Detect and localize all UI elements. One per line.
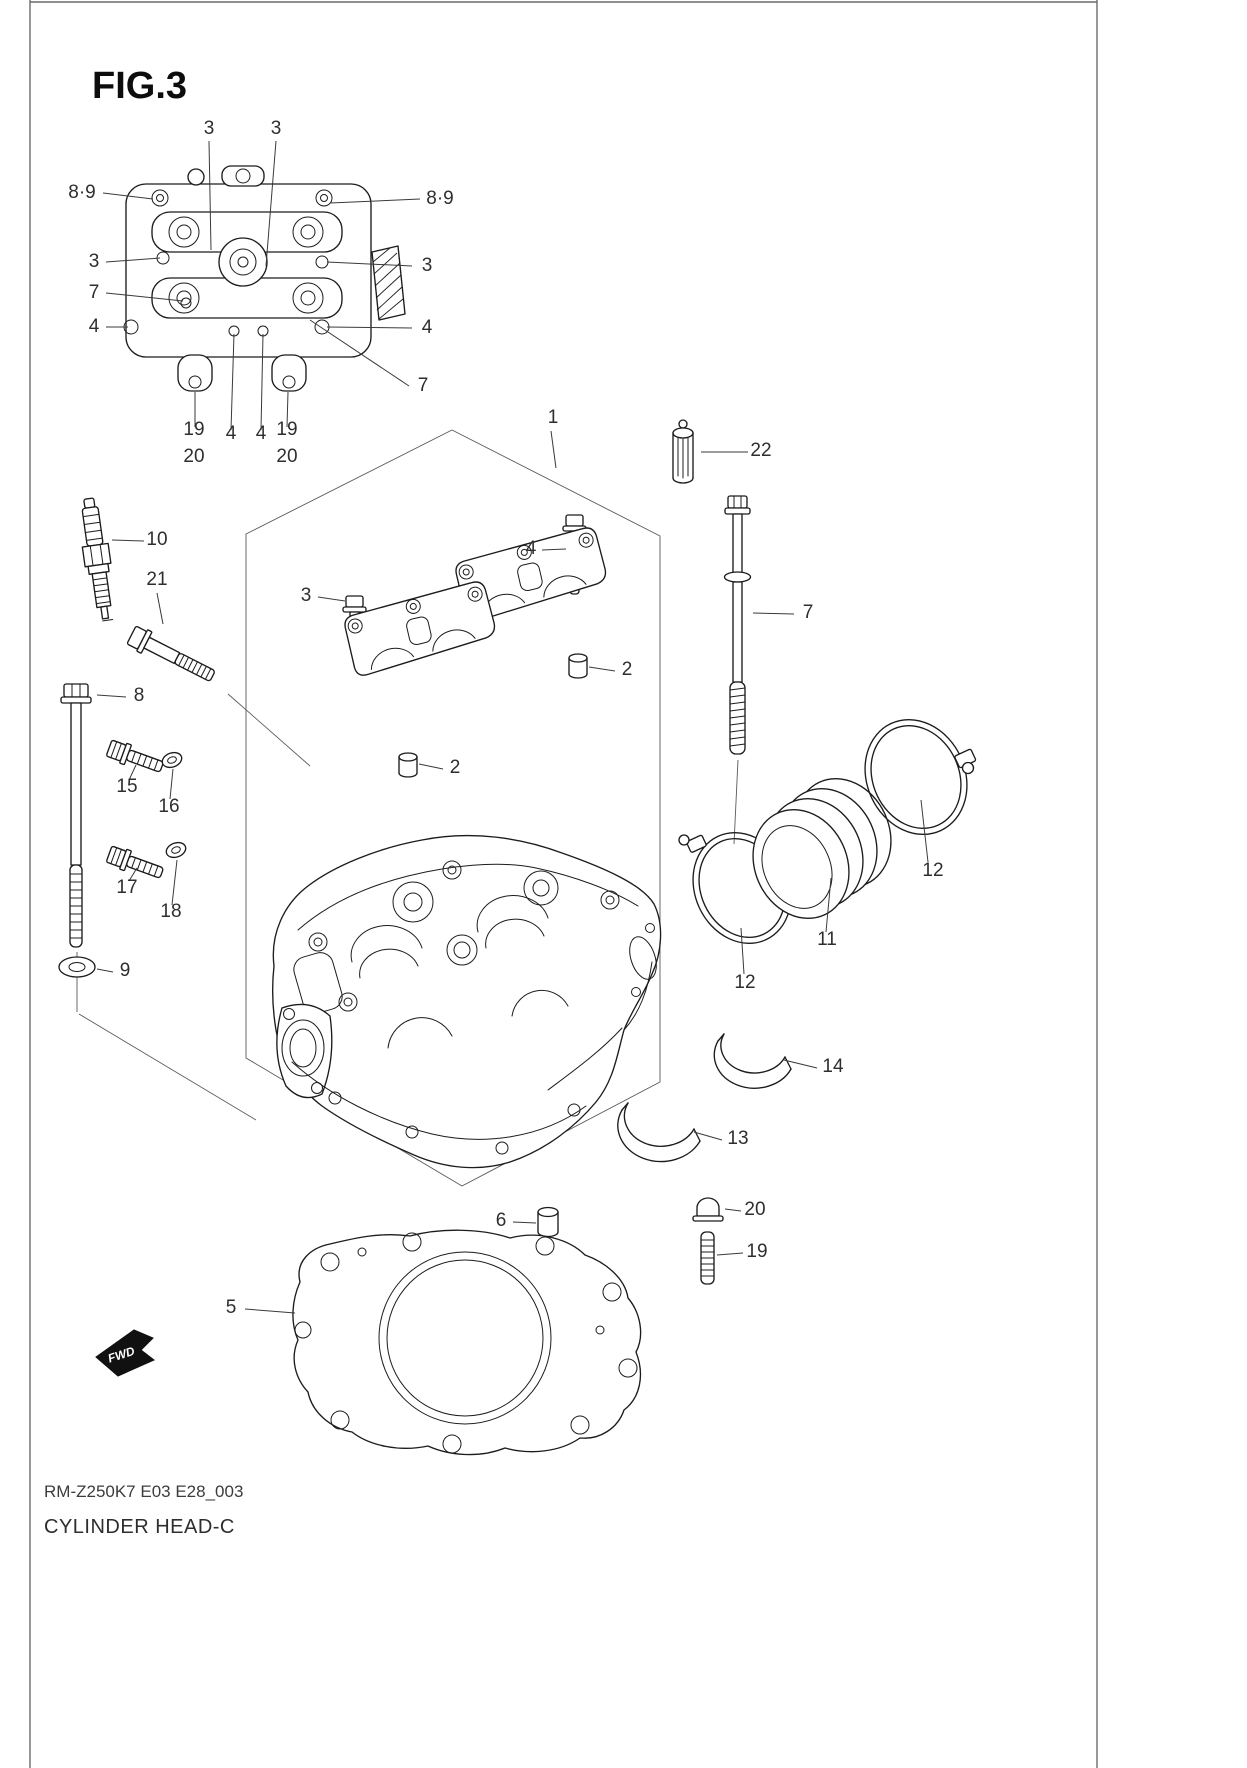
half-ring-14 (713, 1033, 792, 1089)
page-border (29, 0, 1098, 1768)
callout-label: 2 (450, 757, 461, 778)
bolt-15 (106, 739, 164, 773)
callout-label: 16 (158, 796, 179, 817)
gasket-5 (292, 1229, 642, 1456)
callout-label: 21 (146, 569, 167, 590)
footer-figure-name: CYLINDER HEAD-C (44, 1516, 235, 1538)
footer-part-code: RM-Z250K7 E03 E28_003 (44, 1482, 243, 1501)
callout-label: 8·9 (426, 188, 453, 209)
callout-label: 3 (89, 251, 100, 272)
bolt-7 (723, 495, 752, 755)
dowel-6 (537, 1206, 559, 1238)
callout-label: 11 (817, 929, 837, 950)
callout-label: 20 (276, 446, 297, 467)
callout-label: 12 (734, 972, 755, 993)
callout-label: 4 (89, 316, 100, 337)
dowel-2-upper (568, 653, 588, 679)
spark-plug (81, 497, 114, 622)
callout-label: 18 (160, 901, 181, 922)
callout-label: 3 (422, 255, 433, 276)
callout-label: 3 (204, 118, 215, 139)
cam-holder-lower (344, 581, 496, 676)
callout-label: 2 (622, 659, 633, 680)
callout-label: 13 (727, 1128, 748, 1149)
callout-label: 22 (750, 440, 771, 461)
callout-label: 12 (922, 860, 943, 881)
callout-label: 17 (116, 877, 137, 898)
intake-boot-11 (752, 777, 892, 920)
bolt-17 (106, 845, 164, 879)
callout-label: 7 (803, 602, 814, 623)
bolt-8 (60, 683, 92, 948)
callout-label: 9 (120, 960, 131, 981)
callout-label: 19 (183, 419, 204, 440)
callout-label: 4 (526, 538, 537, 559)
half-ring-13 (617, 1102, 701, 1163)
callout-label: 15 (116, 776, 137, 797)
head-top-view (123, 165, 406, 392)
callout-label: 7 (418, 375, 429, 396)
callout-label: 20 (183, 446, 204, 467)
assembly-box (245, 429, 661, 1187)
bolt-21 (126, 626, 215, 682)
washer-16 (161, 751, 183, 769)
callout-label: 3 (271, 118, 282, 139)
callout-label: 5 (226, 1297, 237, 1318)
callout-label: 4 (256, 423, 267, 444)
callout-label: 14 (822, 1056, 844, 1077)
callout-label: 8 (134, 685, 145, 706)
callout-label: 10 (146, 529, 167, 550)
callout-label: 19 (276, 419, 297, 440)
callout-label: 3 (301, 585, 312, 606)
callout-labels: 3 3 8·9 8·9 3 3 7 4 4 7 19 20 4 4 19 20 … (68, 118, 943, 1318)
callout-label: 4 (226, 423, 237, 444)
callout-label: 6 (496, 1210, 507, 1231)
tappet-22 (672, 419, 694, 484)
fwd-arrow: FWD (95, 1329, 155, 1377)
figure-title: FIG.3 (92, 65, 187, 107)
washer-18 (165, 841, 187, 859)
callout-label: 20 (744, 1199, 765, 1220)
stud-19 (700, 1231, 715, 1285)
cap-nut-20 (692, 1197, 724, 1222)
dowel-2-lower (398, 752, 418, 778)
cylinder-head-3d (272, 834, 662, 1169)
leader-lines (96, 140, 929, 1314)
clamp-12-right (864, 718, 977, 836)
cam-holder-upper (455, 527, 607, 622)
callout-label: 8·9 (68, 182, 95, 203)
callout-label: 7 (89, 282, 100, 303)
callout-label: 19 (746, 1241, 767, 1262)
washer-9 (58, 956, 96, 978)
callout-label: 4 (422, 317, 433, 338)
callout-label: 1 (548, 407, 559, 428)
